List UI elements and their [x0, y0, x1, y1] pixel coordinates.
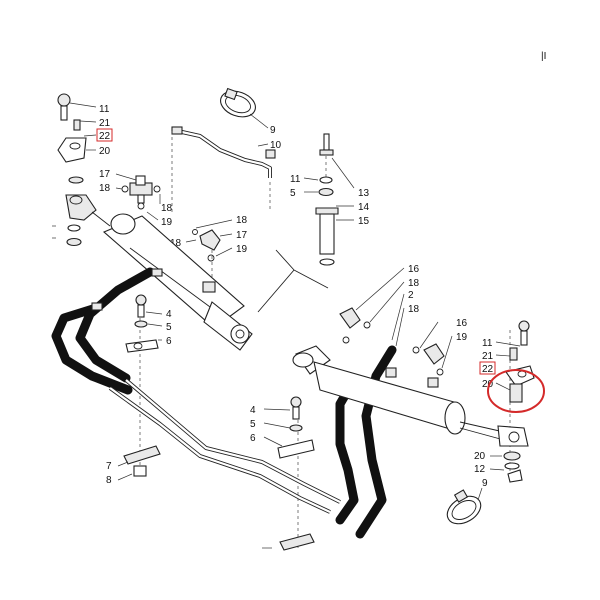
callout-9: 9: [270, 125, 276, 136]
right-bracket-stack: [503, 320, 535, 483]
callout-22: 22: [99, 131, 111, 142]
callout-5: 5: [290, 188, 296, 199]
bottom-bracket: [279, 533, 315, 551]
fittings-right: [339, 307, 445, 376]
steering-cylinder-right: [292, 345, 529, 447]
tee-fitting-left: [121, 175, 161, 210]
steel-pipe-10: [171, 126, 276, 178]
corner-mark: |I: [541, 51, 546, 62]
callout-18: 18: [236, 215, 248, 226]
callout-10: 10: [270, 140, 282, 151]
callout-17: 17: [236, 230, 248, 241]
callout-18: 18: [408, 304, 420, 315]
callout-5: 5: [166, 322, 172, 333]
callout-20: 20: [482, 379, 494, 390]
pointer-lines: [257, 249, 329, 313]
callout-18: 18: [99, 183, 111, 194]
callout-18: 18: [161, 203, 173, 214]
callout-7: 7: [106, 461, 112, 472]
spacer-stack-center: [315, 133, 339, 266]
callout-6: 6: [166, 336, 172, 347]
callout-6: 6: [250, 433, 256, 444]
callout-18: 18: [170, 238, 182, 249]
callout-4: 4: [166, 309, 172, 320]
hose-clamp-bottom: [446, 489, 482, 525]
callout-11: 11: [482, 338, 493, 349]
callout-13: 13: [358, 188, 370, 199]
callout-8: 8: [106, 475, 112, 486]
clip-center: [277, 396, 315, 459]
bracket-7-8: [123, 445, 161, 477]
steering-cylinder-left: [91, 211, 253, 351]
callout-22-highlight-box: [96, 128, 113, 142]
callout-19: 19: [236, 244, 248, 255]
callout-19: 19: [456, 332, 468, 343]
callout-12: 12: [474, 464, 486, 475]
hose-clamp-top: [220, 87, 256, 118]
callout-22: 22: [482, 364, 494, 375]
callout-20: 20: [99, 146, 111, 157]
callout-19: 19: [161, 217, 173, 228]
steel-pipes: [91, 268, 341, 514]
callout-16: 16: [408, 264, 420, 275]
left-bracket-stack: [52, 93, 97, 247]
callout-21: 21: [482, 351, 494, 362]
callout-15: 15: [358, 216, 370, 227]
callout-20: 20: [474, 451, 486, 462]
callout-21: 21: [99, 118, 111, 129]
highlight-circle: [487, 369, 545, 413]
elbow-fitting-center: [192, 229, 221, 262]
callout-17: 17: [99, 169, 111, 180]
clip-left: [125, 294, 159, 353]
callout-5: 5: [250, 419, 256, 430]
callout-22-highlight-box: [479, 361, 496, 375]
hydraulic-hoses: [51, 267, 397, 539]
callout-2: 2: [408, 290, 414, 301]
callout-18: 18: [408, 278, 420, 289]
callout-14: 14: [358, 202, 370, 213]
callout-4: 4: [250, 405, 256, 416]
callout-11: 11: [290, 174, 301, 185]
callout-9: 9: [482, 478, 488, 489]
callout-16: 16: [456, 318, 468, 329]
callout-11: 11: [99, 104, 110, 115]
